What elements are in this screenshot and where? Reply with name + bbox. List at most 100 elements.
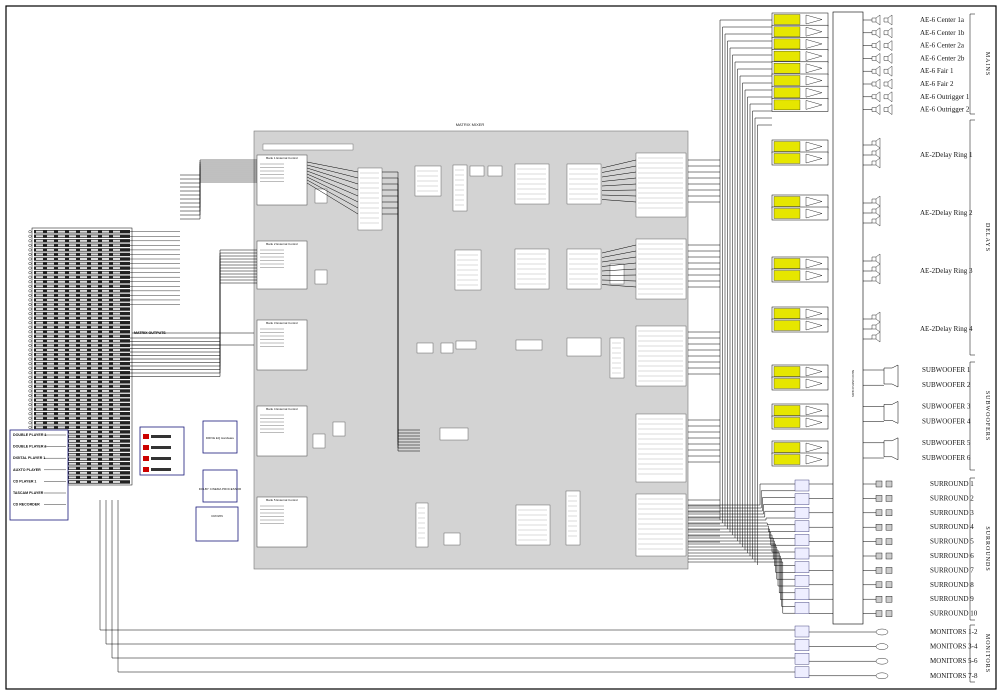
patch-cell [69, 294, 76, 297]
patch-cell [102, 426, 109, 429]
patch-cell [80, 344, 87, 347]
surround-speaker-icon [875, 567, 883, 574]
patch-cell [80, 467, 87, 470]
patch-cell [47, 421, 54, 424]
wire [130, 282, 257, 377]
patch-cell [91, 289, 98, 292]
amp-icon [805, 270, 823, 281]
patch-cell [47, 330, 54, 333]
speaker-icon [871, 40, 881, 51]
wire [601, 189, 637, 191]
patch-cell [91, 308, 98, 311]
amp-rack [832, 11, 864, 625]
surround-output-label: SURROUND 5 [930, 538, 974, 546]
patch-cell [91, 389, 98, 392]
patch-cell [80, 280, 87, 283]
patch-cell [58, 326, 65, 329]
patch-cell [80, 426, 87, 429]
patch-cell [69, 335, 76, 338]
surround-output-label: SURROUND 7 [930, 566, 974, 574]
amp-face [773, 258, 801, 269]
patch-cell [36, 399, 43, 402]
patch-cell [91, 444, 98, 447]
patch-cell [47, 389, 54, 392]
patch-cell [69, 276, 76, 279]
patch-cell [69, 412, 76, 415]
patch-cell [91, 298, 98, 301]
patch-cell [91, 367, 98, 370]
patch-cell [47, 326, 54, 329]
patch-cell [102, 248, 109, 251]
section-brace [969, 119, 975, 356]
patch-cell [58, 317, 65, 320]
monitor-output-label: MONITORS 1-2 [930, 628, 978, 636]
subwoofers-heading: SUBWOOFERS [984, 391, 990, 441]
input-patch-panel [28, 227, 180, 486]
speaker-icon [871, 78, 881, 90]
wire [688, 561, 795, 614]
patch-cell [47, 335, 54, 338]
jack-icon [28, 412, 32, 416]
patch-cell [69, 380, 76, 383]
patch-cell [91, 280, 98, 283]
bank-box [256, 405, 308, 457]
patch-cell [102, 335, 109, 338]
patch-cell [113, 453, 120, 456]
patch-cell [58, 294, 65, 297]
speaker-icon [871, 273, 881, 285]
patch-cell [91, 321, 98, 324]
patch-cell [91, 317, 98, 320]
surround-amp [794, 561, 810, 573]
patch-cell [80, 399, 87, 402]
dolby-block-label: DOLBY CINEMA PROCESSOR [199, 487, 242, 491]
patch-cell [47, 258, 54, 260]
patch-cell [113, 480, 120, 483]
mains-output-label: AE-6 Center 2a [920, 42, 965, 50]
patch-cell [69, 462, 76, 465]
routing-box [357, 167, 383, 231]
surround-speaker-icon [875, 480, 883, 488]
speaker-icon [871, 321, 881, 333]
patch-cell [102, 239, 109, 242]
patch-cell [47, 353, 54, 356]
speaker-icon [883, 40, 893, 51]
patch-cell [58, 362, 65, 365]
patch-cell [113, 408, 120, 411]
speaker-icon [871, 147, 881, 159]
routing-box [609, 263, 625, 285]
patch-cell [91, 271, 98, 274]
surround-speaker-icon [885, 610, 893, 617]
patch-cell [69, 248, 76, 251]
sum-box [314, 269, 328, 285]
patch-cell [47, 408, 54, 411]
jack-icon [28, 289, 32, 293]
patch-cell [102, 458, 109, 461]
patch-cell [91, 326, 98, 329]
routing-box [487, 165, 503, 177]
patch-cell [91, 440, 98, 442]
patch-cell [69, 458, 76, 461]
patch-cell [102, 471, 109, 474]
amp-face [773, 26, 801, 37]
patch-cell [58, 421, 65, 424]
patch-cell [47, 271, 54, 274]
source-label: CD RECORDER [13, 503, 40, 507]
wire [601, 262, 637, 267]
patch-cell [69, 403, 76, 406]
amp-face [773, 378, 801, 389]
patch-cell [58, 253, 65, 256]
amplifier-group [771, 12, 829, 678]
wire [180, 173, 257, 204]
patch-cell [113, 458, 120, 461]
delay-output-label: AE-2Delay Ring 2 [920, 209, 973, 217]
surround-speaker-icon [885, 596, 893, 603]
patch-cell [91, 362, 98, 365]
patch-cell [80, 308, 87, 311]
jack-icon [28, 243, 32, 247]
patch-cell [102, 408, 109, 411]
subwoofer-output-label: SUBWOOFER 1 [922, 366, 971, 374]
patch-cell [80, 480, 87, 483]
surround-output-label: SURROUND 8 [930, 581, 974, 589]
wire [382, 213, 420, 452]
